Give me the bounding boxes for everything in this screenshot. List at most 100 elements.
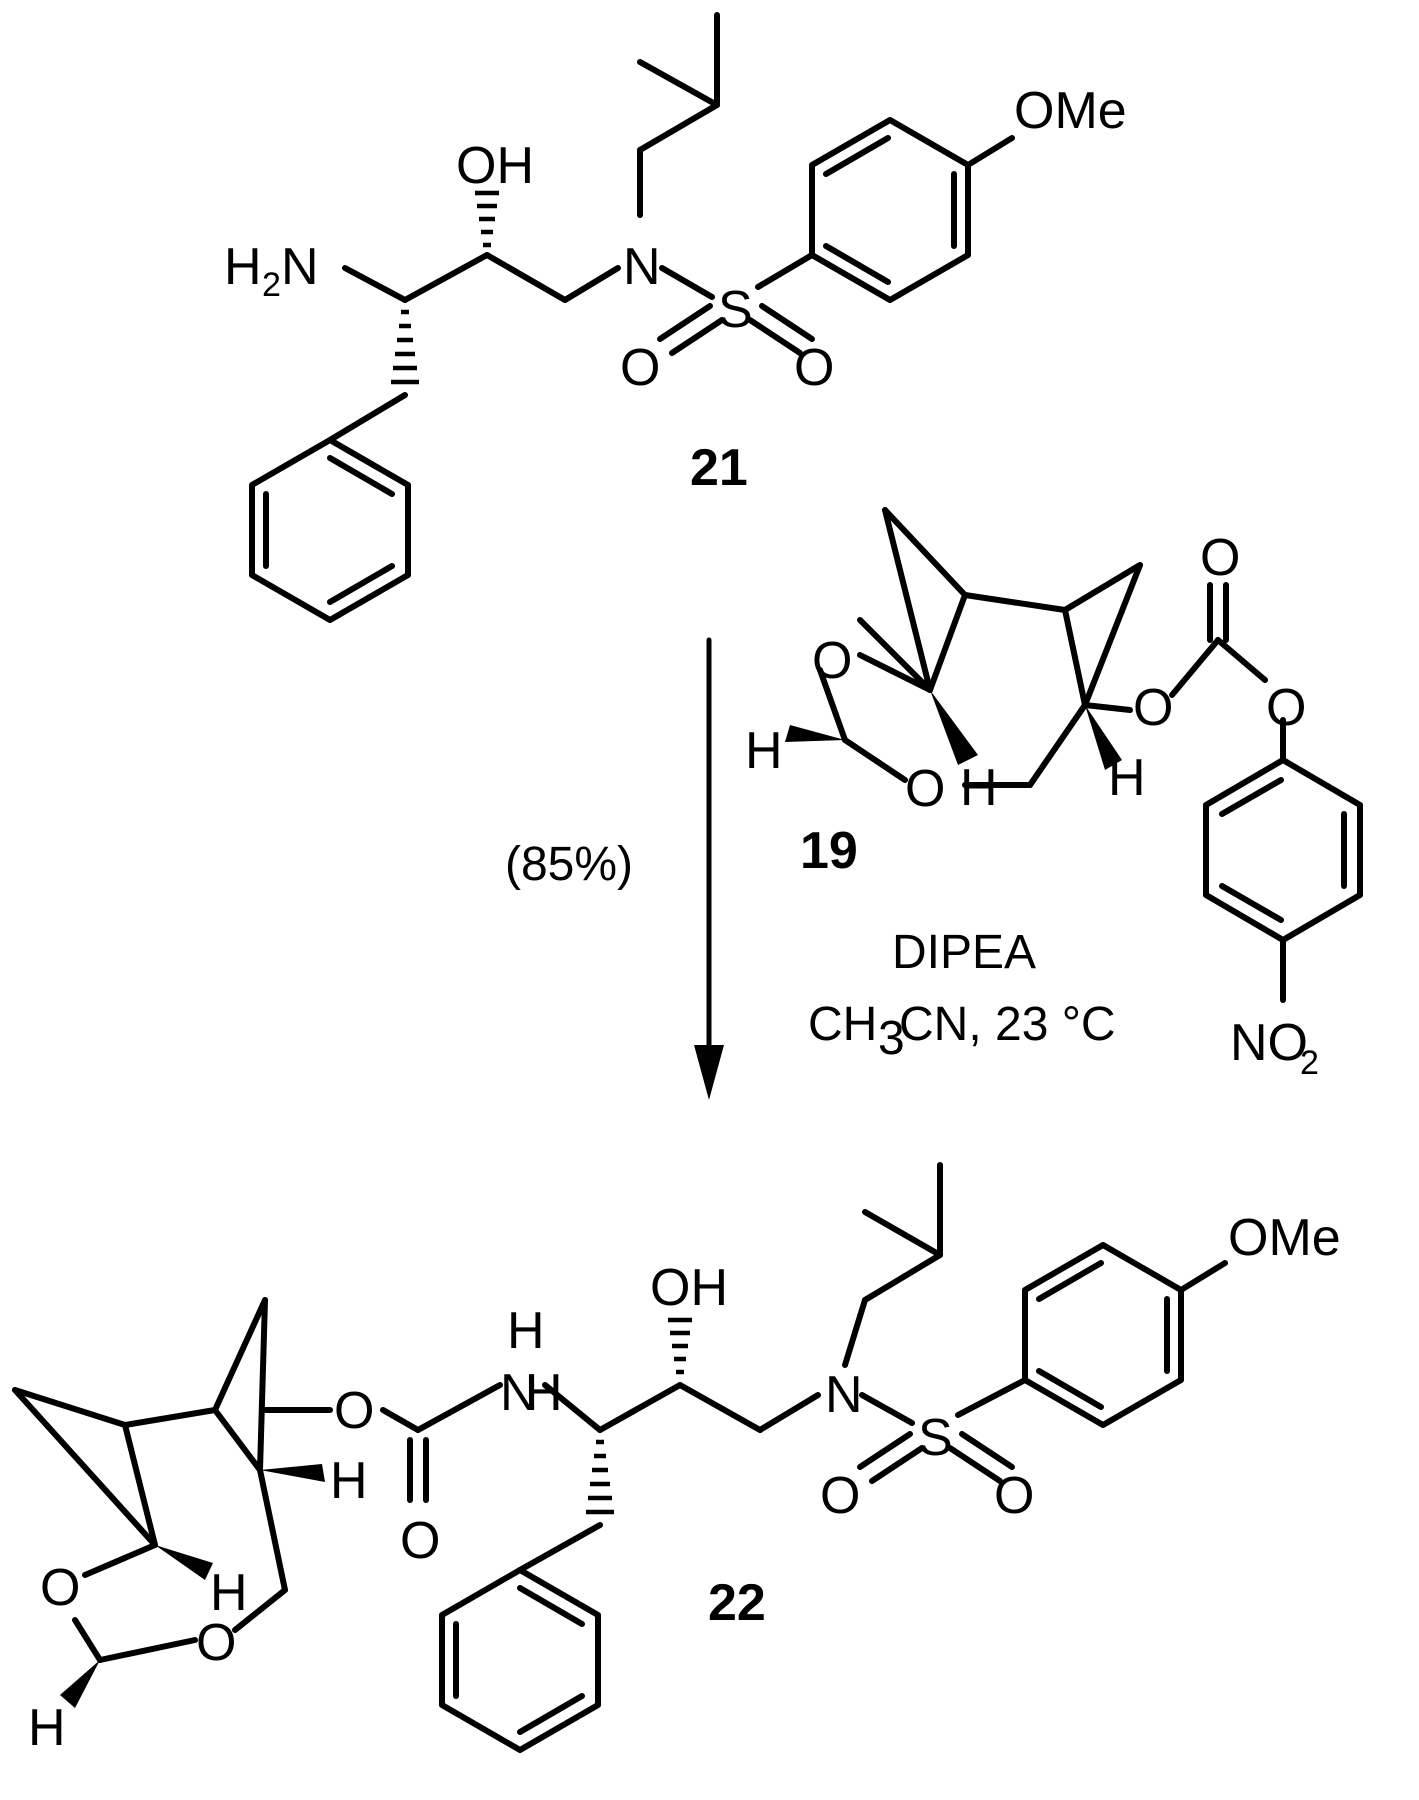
bond-line	[694, 1045, 724, 1100]
stereo-wedge	[260, 1464, 325, 1482]
bond-line	[747, 317, 803, 356]
bond-line	[869, 1445, 925, 1484]
bond-line	[965, 135, 1015, 168]
stereo-wedge	[1085, 705, 1122, 770]
scheme-text: 3	[878, 1012, 905, 1065]
bond-line	[882, 507, 968, 598]
atom-oh: OH	[456, 137, 534, 195]
atom-h: H	[330, 1452, 368, 1510]
compound-22-atoms: OMe OH H N H N S O O O O H H O O H 22	[28, 1209, 1341, 1757]
bond-line	[959, 1431, 1015, 1470]
bond-line	[759, 303, 815, 342]
bond-line	[637, 102, 720, 153]
atom-o: O	[812, 632, 852, 690]
bond-line	[809, 117, 971, 303]
stereo-wedge	[155, 1545, 213, 1580]
atom-o: O	[794, 339, 834, 397]
bond-line	[415, 1382, 503, 1433]
compound-label-19: 19	[800, 822, 858, 880]
bond-line	[1169, 637, 1221, 698]
bond-line	[327, 455, 395, 497]
bond-line	[12, 1387, 128, 1428]
bond-line	[542, 1382, 603, 1433]
atom-ome: OMe	[1228, 1209, 1341, 1267]
bond-line	[947, 1445, 1003, 1484]
bond-line	[342, 265, 408, 303]
bond-line	[657, 303, 713, 342]
atom-o: O	[1200, 529, 1240, 587]
bond-line	[862, 1209, 943, 1258]
bond-line	[72, 1617, 103, 1663]
bond-line	[962, 592, 1068, 613]
atom-h2n-sub: 2	[262, 266, 281, 304]
bond-line	[212, 1297, 268, 1413]
reagent-text: DIPEA	[892, 926, 1036, 979]
bond-line	[1022, 1242, 1184, 1428]
bond-line	[677, 1382, 763, 1433]
atom-o: O	[1266, 679, 1306, 737]
atom-o: O	[1133, 679, 1173, 737]
atom-o: O	[820, 1467, 860, 1525]
bond-line	[637, 59, 720, 108]
bond-line	[380, 1407, 421, 1433]
bond-line	[857, 617, 933, 693]
bond-line	[517, 1585, 585, 1627]
bond-line	[122, 1422, 158, 1548]
bond-line	[82, 1542, 158, 1578]
solvent-text: CH 3 CN, 23 °C	[808, 998, 1116, 1065]
compound-label-21: 21	[690, 439, 748, 497]
atom-oh: OH	[650, 1259, 728, 1317]
bond-line	[1219, 777, 1284, 817]
stereo-wedge	[930, 690, 978, 765]
atom-h2n-n: N	[281, 238, 319, 296]
atom-o: O	[40, 1559, 80, 1617]
bond-line	[757, 1392, 821, 1433]
reaction-arrow	[694, 637, 724, 1100]
atom-o: O	[400, 1512, 440, 1570]
stereo-wedge	[60, 1660, 100, 1708]
yield-text: (85%)	[505, 838, 633, 891]
bond-line	[1036, 1368, 1104, 1410]
bond-line	[122, 1407, 218, 1428]
bond-line	[1219, 883, 1284, 923]
bond-line	[659, 265, 715, 300]
bond-line	[842, 1297, 868, 1368]
bond-line	[862, 1252, 943, 1303]
bond-line	[1178, 1260, 1228, 1293]
atom-h: H	[210, 1564, 248, 1622]
bond-line	[597, 1382, 683, 1433]
atom-h2n-h: H	[224, 238, 262, 296]
compound-label-22: 22	[708, 1574, 766, 1632]
bond-line	[439, 1567, 601, 1753]
scheme-text: CN, 23 °C	[899, 998, 1116, 1051]
bond-line	[97, 1637, 198, 1663]
bond-line	[562, 265, 621, 303]
scheme-text: CH	[808, 998, 877, 1051]
stereo-wedge	[785, 725, 845, 742]
bond-line	[1062, 562, 1143, 613]
atom-ome: OMe	[1014, 82, 1127, 140]
atom-nh-n: N	[500, 1364, 538, 1422]
atom-o: O	[620, 339, 660, 397]
atom-h: H	[745, 722, 783, 780]
bond-line	[823, 135, 891, 177]
bond-line	[212, 1407, 263, 1473]
bond-line	[1203, 757, 1363, 943]
bond-line	[859, 1392, 915, 1426]
atom-nh-h: H	[507, 1302, 545, 1360]
atom-o: O	[905, 760, 945, 818]
bond-line	[257, 1467, 288, 1593]
bond-line	[842, 737, 908, 783]
bond-line	[1215, 637, 1268, 683]
bond-line	[857, 1431, 913, 1470]
atom-h: H	[1108, 749, 1146, 807]
bond-line	[327, 392, 408, 443]
atom-o: O	[994, 1467, 1034, 1525]
bond-line	[1082, 702, 1133, 713]
bond-line	[857, 652, 933, 693]
compound-21-structure	[249, 12, 1015, 623]
bond-line	[517, 1522, 603, 1573]
bond-line	[484, 252, 568, 303]
bond-line	[517, 1693, 585, 1735]
bond-line	[257, 1297, 268, 1473]
